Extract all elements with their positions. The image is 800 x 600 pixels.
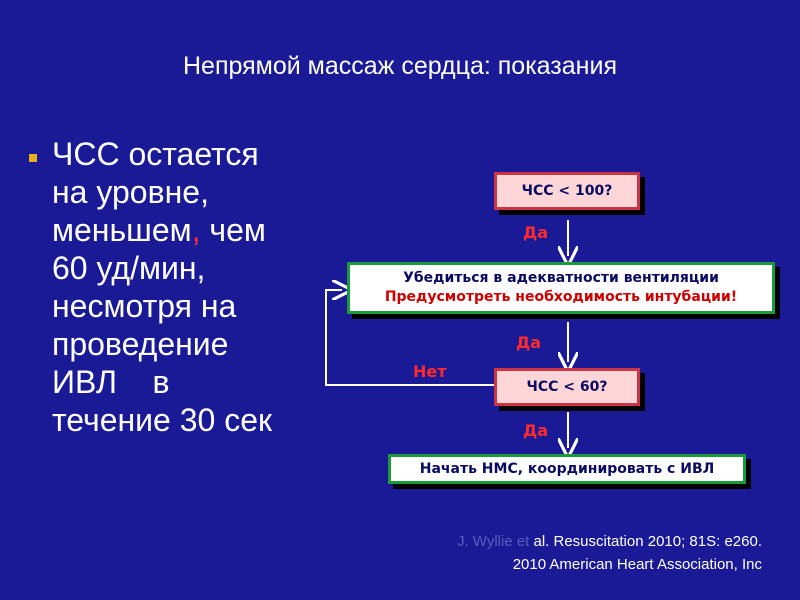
final-box-text: Начать НМС, координировать с ИВЛ [419, 461, 715, 477]
action-box-ventilation: Убедиться в адекватности вентиляции Пред… [347, 262, 775, 314]
citation-faded: J. Wyllie et [456, 533, 534, 550]
arrow-loop-no [325, 290, 494, 386]
question-hr-100-text: ЧСС < 100? [521, 183, 613, 199]
bullet-marker [29, 154, 37, 162]
slide-title: Непрямой массаж сердца: показания [183, 52, 617, 80]
bullet-text: ЧСС остается на уровне, меньшем, чем 60 … [52, 135, 322, 439]
bullet-line-3b: чем [200, 212, 266, 248]
bullet-line-7: ИВЛ в [52, 364, 170, 400]
yes-label-1: Да [523, 223, 549, 242]
citation-line-1-rest: al. Resuscitation 2010; 81S: e260. [533, 533, 763, 550]
question-box-hr-100: ЧСС < 100? [494, 172, 640, 210]
bullet-line-1: ЧСС остается [52, 136, 259, 172]
citation-line-1: J. Wyllie et al. Resuscitation 2010; 81S… [457, 530, 762, 553]
action-line-1: Убедиться в адекватности вентиляции [403, 270, 719, 286]
yes-label-3: Да [523, 421, 549, 440]
final-box-start-cpr: Начать НМС, координировать с ИВЛ [388, 454, 746, 484]
bullet-line-5: несмотря на [52, 288, 237, 324]
yes-label-2: Да [516, 333, 542, 352]
no-label: Нет [413, 362, 447, 381]
citation: J. Wyllie et al. Resuscitation 2010; 81S… [457, 530, 762, 576]
bullet-line-3: меньшем, чем [52, 211, 322, 249]
citation-line-2: 2010 American Heart Association, Inc [512, 556, 762, 573]
bullet-line-6: проведение [52, 326, 229, 362]
bullet-line-8: течение 30 сек [52, 402, 273, 438]
question-hr-60-text: ЧСС < 60? [526, 379, 608, 395]
bullet-line-4: 60 уд/мин, [52, 250, 206, 286]
question-box-hr-60: ЧСС < 60? [494, 368, 640, 406]
bullet-line-2: на уровне, [52, 174, 209, 210]
action-line-2: Предусмотреть необходимость интубации! [384, 289, 738, 305]
bullet-line-3a: меньшем [52, 212, 192, 248]
bullet-comma: , [191, 212, 201, 248]
